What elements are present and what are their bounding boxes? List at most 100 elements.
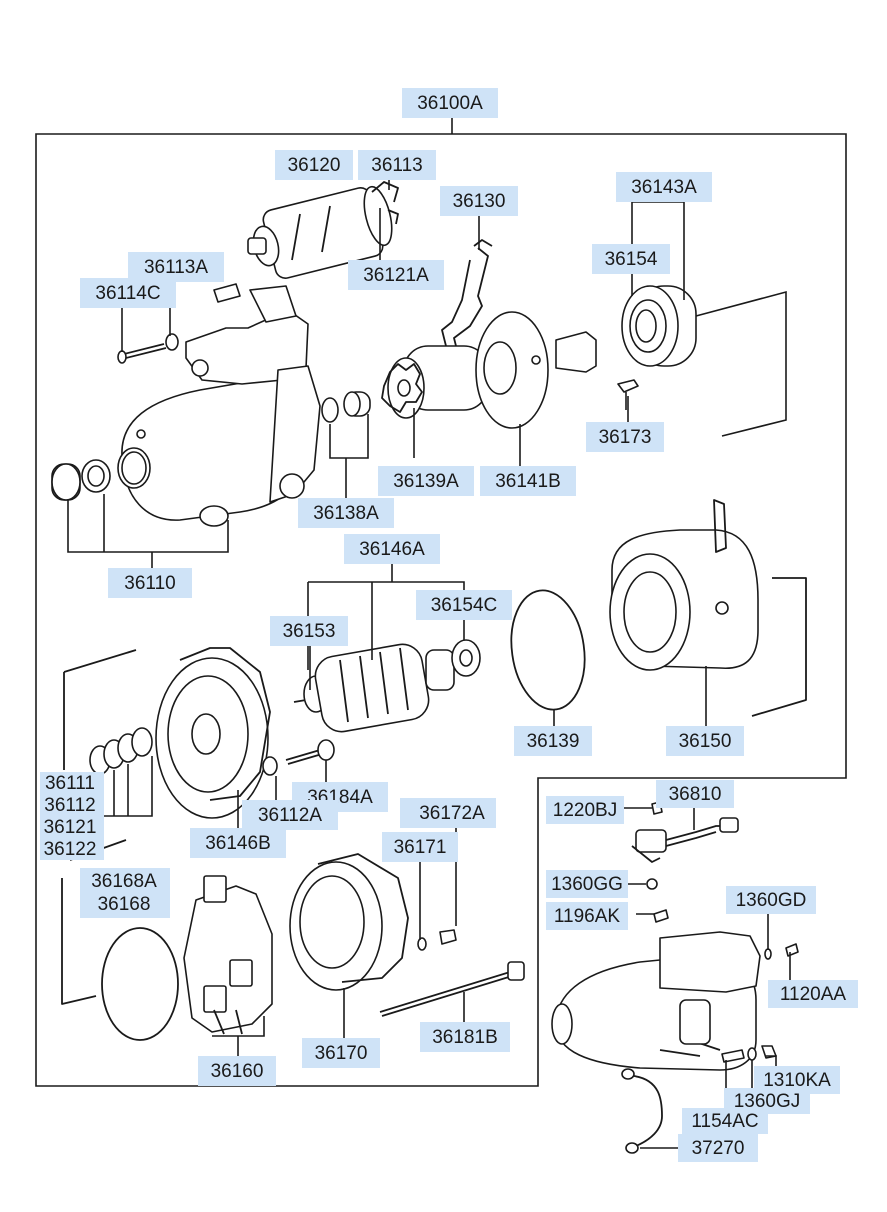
svg-text:36111: 36111 — [45, 773, 95, 794]
end-frame-drawing — [155, 647, 278, 819]
label-36150: 36150 — [666, 726, 744, 756]
svg-text:36810: 36810 — [669, 784, 722, 805]
bolt-36184A-drawing — [285, 739, 335, 765]
label-36130: 36130 — [440, 186, 518, 216]
svg-text:36168: 36168 — [98, 894, 151, 915]
ground-cable-drawing — [621, 1068, 663, 1154]
label-36168: 36168 — [80, 892, 170, 918]
label-36170: 36170 — [302, 1038, 380, 1068]
svg-text:36138A: 36138A — [313, 503, 379, 524]
label-36154C: 36154C — [416, 590, 512, 620]
svg-text:36143A: 36143A — [631, 177, 697, 198]
screws-36171-36172A-drawing — [417, 929, 457, 951]
label-36114C: 36114C — [80, 278, 176, 308]
rear-bearing-housing-drawing — [621, 285, 697, 367]
bushing-set-drawing — [51, 451, 147, 501]
svg-text:1360GD: 1360GD — [736, 890, 807, 911]
label-36121A: 36121A — [348, 260, 444, 290]
label-36110: 36110 — [108, 568, 192, 598]
label-36160: 36160 — [198, 1056, 276, 1086]
label-36172A: 36172A — [400, 798, 496, 828]
svg-text:36121: 36121 — [44, 817, 97, 838]
screw-washer-drawing — [117, 333, 179, 364]
assembly-frame — [35, 133, 847, 1087]
svg-text:36160: 36160 — [211, 1061, 264, 1082]
leader-lines-lower-left — [212, 826, 465, 1056]
svg-text:36139: 36139 — [527, 731, 580, 752]
svg-text:1360GG: 1360GG — [551, 874, 623, 895]
label-36122: 36122 — [40, 838, 104, 860]
svg-text:36154: 36154 — [605, 249, 658, 270]
svg-text:36130: 36130 — [453, 191, 506, 212]
svg-text:36170: 36170 — [315, 1043, 368, 1064]
svg-text:37270: 37270 — [692, 1138, 745, 1159]
label-36139A: 36139A — [378, 466, 474, 496]
label-36173: 36173 — [586, 422, 664, 452]
svg-text:36181B: 36181B — [432, 1027, 498, 1048]
bracket-36143A — [695, 290, 787, 437]
svg-text:36122: 36122 — [44, 839, 97, 860]
end-cover-drawing — [289, 853, 409, 991]
label-37270: 37270 — [678, 1134, 758, 1162]
svg-text:36171: 36171 — [394, 837, 447, 858]
label-36168A: 36168A — [80, 868, 170, 894]
svg-text:1310KA: 1310KA — [763, 1070, 831, 1091]
svg-text:36110: 36110 — [124, 573, 175, 594]
svg-text:36112: 36112 — [44, 795, 95, 816]
o-ring-36139-drawing — [510, 589, 586, 711]
solenoid-drawing — [247, 181, 399, 279]
through-bolt-drawing — [379, 961, 525, 1017]
label-36112A: 36112A — [242, 800, 338, 830]
label-36113: 36113 — [358, 150, 436, 180]
label-1220BJ: 1220BJ — [546, 796, 624, 824]
label-1120AA: 1120AA — [768, 980, 858, 1008]
svg-text:36168A: 36168A — [91, 871, 157, 892]
svg-text:36113A: 36113A — [144, 257, 208, 278]
armature-drawing — [293, 639, 481, 733]
small-fasteners-drawing — [646, 878, 799, 1063]
label-36153: 36153 — [270, 616, 348, 646]
bolt-36173-drawing — [617, 379, 639, 410]
overrunning-clutch-drawing — [381, 345, 489, 419]
intermediate-plate-drawing — [475, 311, 597, 429]
drive-housing-drawing — [117, 283, 321, 527]
svg-text:36154C: 36154C — [431, 595, 498, 616]
svg-text:1154AC: 1154AC — [691, 1111, 758, 1132]
label-36100A: 36100A — [402, 88, 498, 118]
svg-text:36146A: 36146A — [359, 539, 425, 560]
svg-text:36113: 36113 — [371, 155, 422, 176]
label-1154AC: 1154AC — [682, 1108, 768, 1134]
label-36139: 36139 — [514, 726, 592, 756]
label-36143A: 36143A — [616, 172, 712, 202]
switch-36810-drawing — [631, 801, 739, 863]
label-36810: 36810 — [656, 780, 734, 808]
svg-text:36139A: 36139A — [393, 471, 459, 492]
svg-text:36153: 36153 — [283, 621, 336, 642]
svg-text:1120AA: 1120AA — [780, 984, 847, 1005]
label-36111: 36111 — [40, 772, 104, 794]
svg-text:36150: 36150 — [679, 731, 732, 752]
svg-text:36121A: 36121A — [363, 265, 429, 286]
label-1360GJ: 1360GJ — [724, 1088, 810, 1114]
svg-text:36146B: 36146B — [205, 833, 271, 854]
label-1360GG: 1360GG — [546, 870, 628, 898]
label-36154: 36154 — [592, 244, 670, 274]
svg-text:1196AK: 1196AK — [554, 906, 621, 927]
label-36113A: 36113A — [128, 252, 224, 282]
label-36120: 36120 — [275, 150, 353, 180]
washer-stack-drawing — [61, 649, 153, 1005]
label-36146B: 36146B — [190, 828, 286, 858]
spacer-ring-drawing — [321, 391, 371, 423]
starter-assembly-drawing — [551, 931, 761, 1071]
label-36112: 36112 — [40, 794, 104, 816]
label-36141B: 36141B — [480, 466, 576, 496]
svg-text:36120: 36120 — [288, 155, 341, 176]
ring-36168-drawing — [101, 927, 179, 1041]
label-36171: 36171 — [382, 832, 458, 862]
label-36121: 36121 — [40, 816, 104, 838]
label-36181B: 36181B — [420, 1022, 510, 1052]
label-1360GD: 1360GD — [726, 886, 816, 914]
svg-text:1360GJ: 1360GJ — [734, 1091, 801, 1112]
svg-text:36141B: 36141B — [495, 471, 561, 492]
